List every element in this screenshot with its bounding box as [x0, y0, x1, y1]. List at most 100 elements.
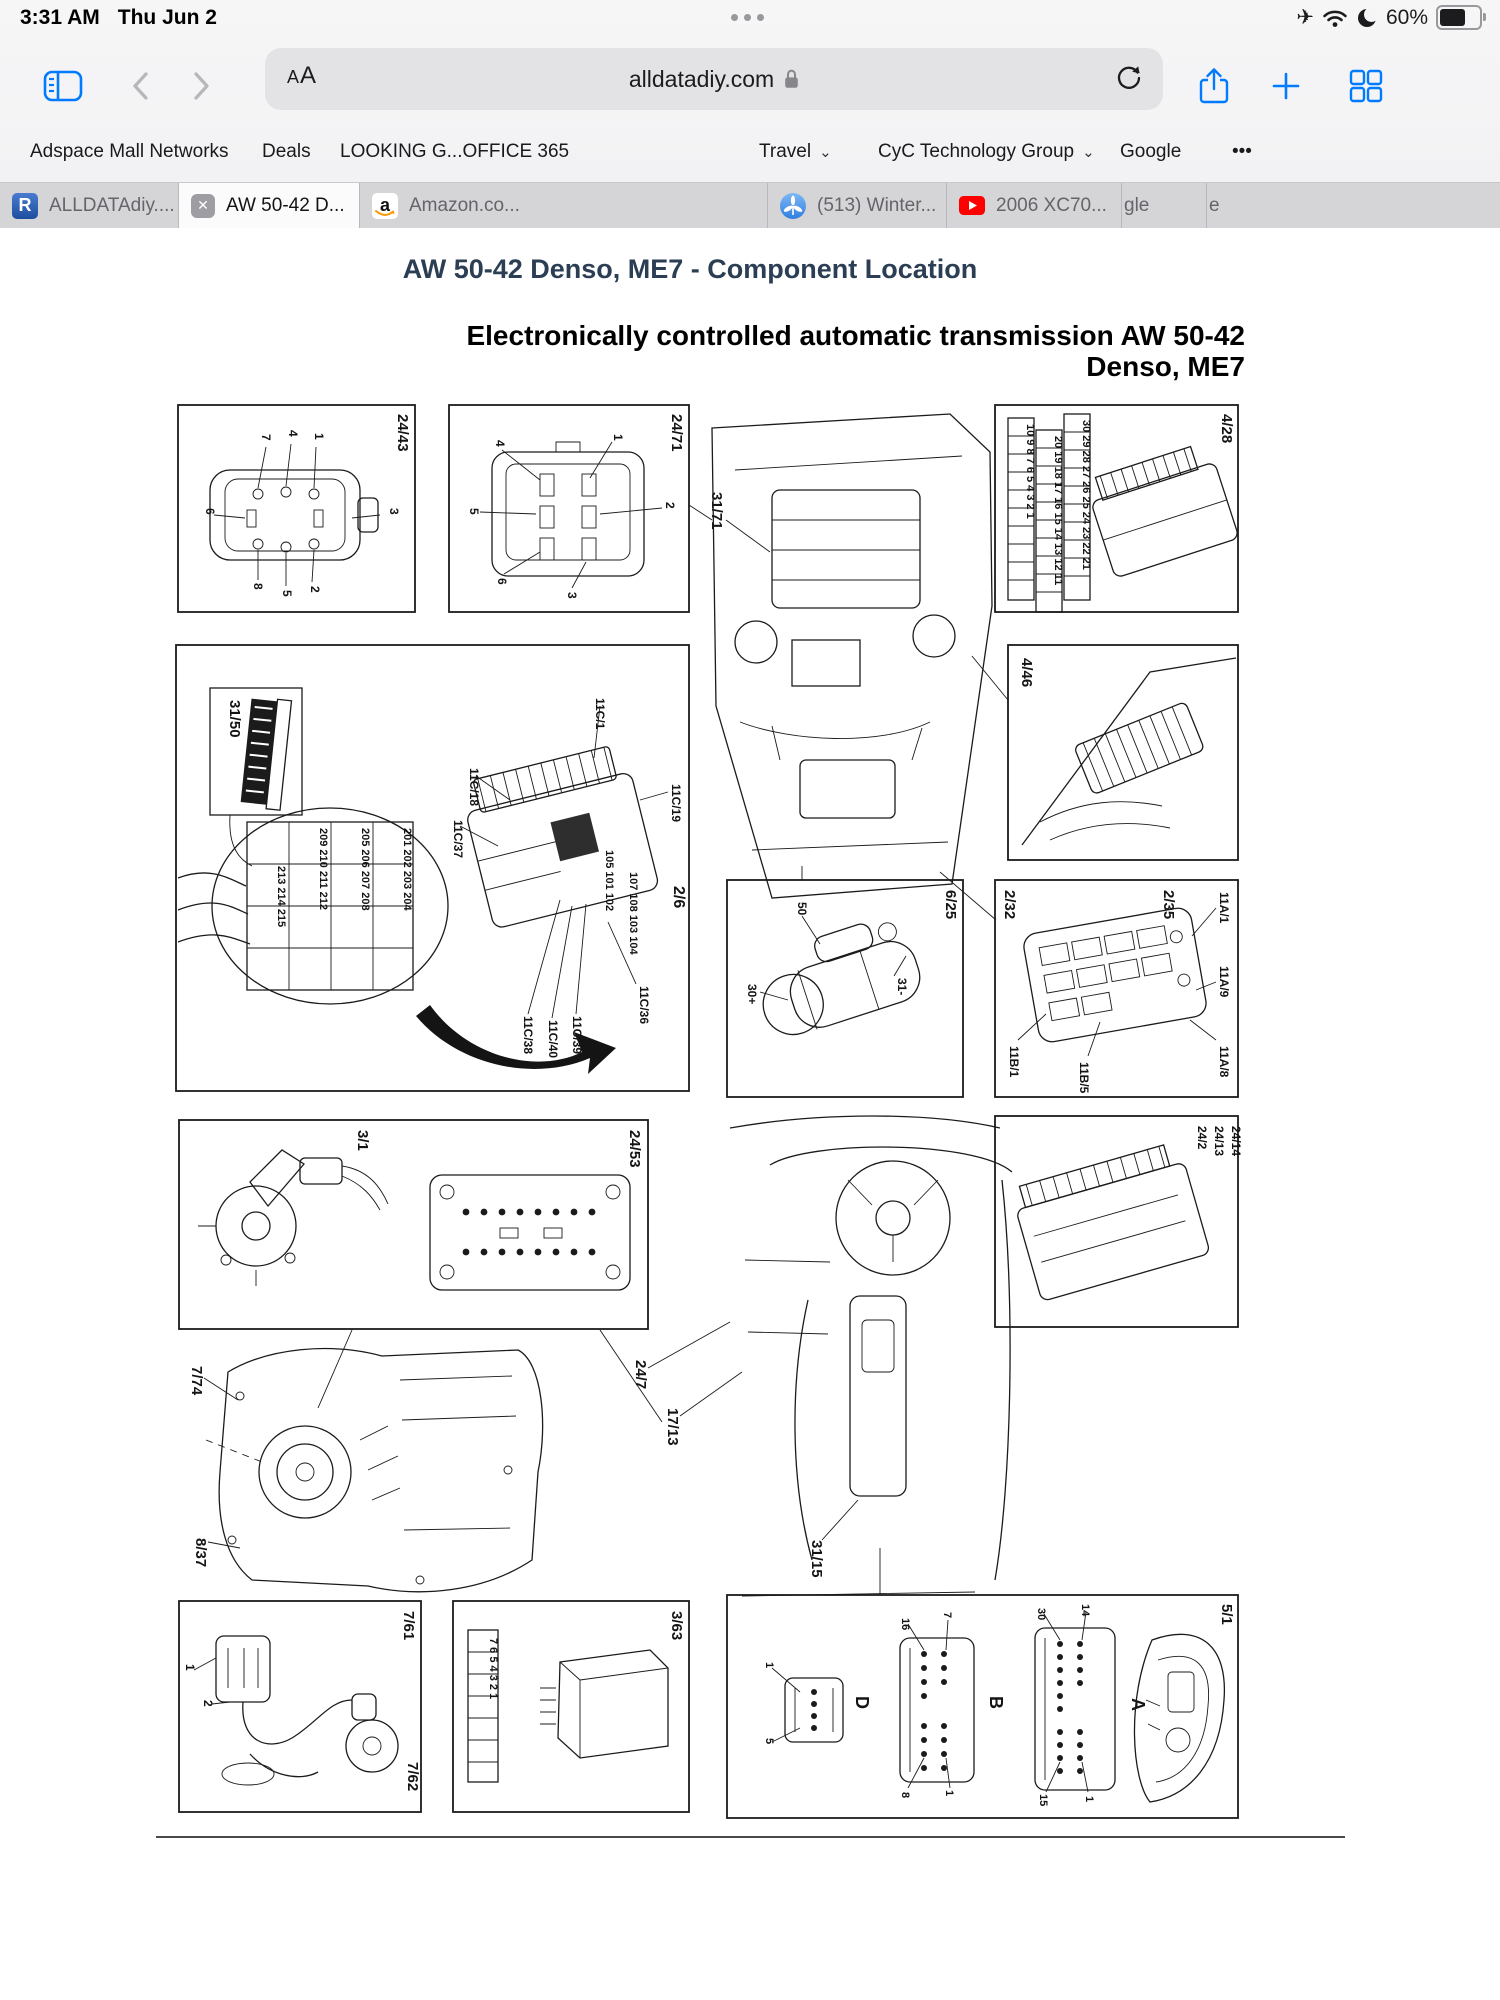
new-tab-button[interactable] — [1262, 40, 1310, 132]
unit-numbers: 107 108 103 104 — [627, 872, 639, 955]
reload-button[interactable] — [1115, 64, 1143, 97]
pin-label: 1 — [312, 433, 326, 440]
url-bar[interactable]: AA alldatadiy.com — [265, 48, 1163, 110]
tab-alldatadiy[interactable]: R ALLDATAdiy.... — [0, 183, 179, 228]
figure-speed-sensor-7-61-7-62: 7/61 7/62 1 2 — [178, 1600, 422, 1813]
relay-numbers: 201 202 203 204 — [401, 828, 413, 911]
tab-clipped-gle[interactable]: gle — [1122, 183, 1207, 228]
figure-label: 24/2 — [1195, 1126, 1209, 1150]
callout: 11C/18 — [467, 768, 481, 806]
bookmark-cyc-folder[interactable]: CyC Technology Group⌄ — [878, 141, 1095, 162]
pin-label: 1 — [763, 1662, 775, 1668]
figure-label: 3/63 — [668, 1611, 685, 1640]
tab-youtube[interactable]: 2006 XC70... — [947, 183, 1122, 228]
pin-label: 15 — [1037, 1794, 1049, 1806]
forward-button[interactable] — [180, 40, 224, 132]
connector-letter: D — [852, 1696, 872, 1709]
pin-label: 6 — [203, 508, 217, 515]
pin-row: 30 29 28 27 26 25 24 23 22 21 — [1080, 420, 1092, 570]
callout: 11C/1 — [593, 698, 607, 730]
youtube-icon — [959, 196, 985, 215]
plus-icon — [1272, 72, 1300, 100]
diagram-heading-line2: Denso, ME7 — [1086, 351, 1245, 382]
reader-options-button[interactable]: AA — [287, 62, 317, 90]
bookmark-deals[interactable]: Deals — [262, 141, 311, 162]
page-title: AW 50-42 Denso, ME7 - Component Location — [402, 254, 978, 284]
share-button[interactable] — [1188, 40, 1240, 132]
figure-instrument-cluster-5-1: 5/1 D 1 5 B 16 7 8 1 — [726, 1594, 1239, 1819]
airplane-mode-icon: ✈ — [1296, 6, 1314, 29]
pin-label: 1 — [943, 1790, 955, 1796]
pin-label: 11A/9 — [1217, 966, 1231, 998]
tab-aw-50-42-active[interactable]: ✕ AW 50-42 D... — [179, 183, 360, 228]
terminal-label: 30+ — [745, 984, 759, 1004]
rotation-arrow — [416, 1005, 616, 1074]
tab-clipped-e[interactable]: e — [1207, 183, 1500, 228]
amazon-icon: a — [372, 192, 398, 219]
tab-bar: R ALLDATAdiy.... ✕ AW 50-42 D... a Amazo… — [0, 182, 1500, 228]
pin-label: 11A/8 — [1217, 1046, 1231, 1078]
pin-label: 11B/5 — [1077, 1062, 1091, 1094]
tab-overview-button[interactable] — [1338, 40, 1394, 132]
callout: 11C/36 — [637, 986, 651, 1024]
dashboard-sketch: 24/7 17/13 31/15 — [632, 1115, 1013, 1597]
reader-small-a: A — [287, 67, 301, 87]
figure-label: 2/35 — [1160, 890, 1177, 919]
figure-connector-24-71: 24/71 4 1 5 2 6 3 — [448, 404, 690, 613]
relay-numbers: 209 210 211 212 — [317, 828, 329, 910]
close-icon[interactable]: ✕ — [191, 193, 215, 218]
pin-label: 2 — [663, 502, 677, 509]
pin-label: 3 — [387, 508, 401, 515]
figure-label: 31/71 — [708, 492, 725, 530]
forward-chevron-icon — [194, 72, 209, 100]
tab-winter[interactable]: (513) Winter... — [768, 183, 947, 228]
component-location-diagram: 24/43 7 4 1 6 3 8 5 2 24/71 — [156, 404, 1345, 1838]
bookmark-google[interactable]: Google — [1120, 141, 1182, 162]
safari-toolbar: AA alldatadiy.com — [0, 40, 1500, 132]
pin-label: 2 — [308, 586, 322, 593]
bookmarks-overflow-button[interactable]: ••• — [1232, 141, 1252, 162]
figure-fusebox-2-32-2-35: 2/32 2/35 11A/1 11A/9 11A/8 11B/5 11B/1 — [994, 879, 1239, 1098]
bookmark-travel-folder[interactable]: Travel⌄ — [759, 141, 832, 162]
figure-label: 2/6 — [670, 886, 687, 908]
status-icons: ✈ 60% — [1296, 5, 1486, 30]
turbine-icon — [780, 192, 806, 219]
status-date: Thu Jun 2 — [117, 6, 217, 29]
figure-label: 7/62 — [404, 1762, 421, 1791]
figure-starter-6-25: 6/25 50 30+ 31- — [726, 879, 964, 1098]
connector-letter: A — [1128, 1698, 1148, 1711]
terminal-label: 31- — [895, 978, 909, 995]
bookmark-looking-office[interactable]: LOOKING G...OFFICE 365 — [340, 141, 570, 162]
pin-label: 5 — [280, 590, 294, 597]
pin-label: 11B/1 — [1007, 1046, 1021, 1078]
url-text-wrap: alldatadiy.com — [265, 48, 1163, 110]
transmission-sketch: 7/74 8/37 — [188, 1347, 544, 1593]
figure-ecu-24-2-24-13-24-14: 24/2 24/13 24/14 — [994, 1115, 1243, 1328]
callout: 11C/38 — [521, 1016, 535, 1054]
back-button[interactable] — [118, 40, 162, 132]
connector-plate-pins — [462, 1208, 596, 1256]
reader-big-a: A — [300, 62, 318, 89]
diagram-heading: Electronically controlled automatic tran… — [0, 320, 1245, 382]
bookmark-adspace[interactable]: Adspace Mall Networks — [30, 141, 229, 162]
figure-ecu-4-28: 4/28 10 9 8 7 6 5 4 3 2 1 20 19 18 17 16… — [994, 404, 1239, 613]
figure-label: 17/13 — [664, 1408, 681, 1446]
pin-row: 7 6 5 4 3 2 1 — [487, 1638, 499, 1699]
tab-amazon[interactable]: a Amazon.co... — [360, 183, 768, 228]
pin-label: 6 — [495, 578, 509, 585]
figure-label: 6/25 — [942, 890, 959, 919]
connector-letter: B — [986, 1696, 1006, 1709]
figure-label: 8/37 — [192, 1538, 209, 1567]
sidebar-button[interactable] — [38, 40, 88, 132]
web-page-content: AW 50-42 Denso, ME7 - Component Location… — [0, 228, 1500, 2000]
relay-numbers: 205 206 207 208 — [359, 828, 371, 911]
callout: 11C/40 — [546, 1020, 560, 1058]
share-icon — [1199, 68, 1229, 104]
callout: 11C/37 — [451, 820, 465, 858]
pin-label: 8 — [899, 1792, 911, 1798]
figure-central-electronic-module: 31/50 201 202 203 204 205 206 207 208 20… — [175, 644, 690, 1092]
engine-bay-sketch: 31/71 — [688, 413, 1009, 921]
